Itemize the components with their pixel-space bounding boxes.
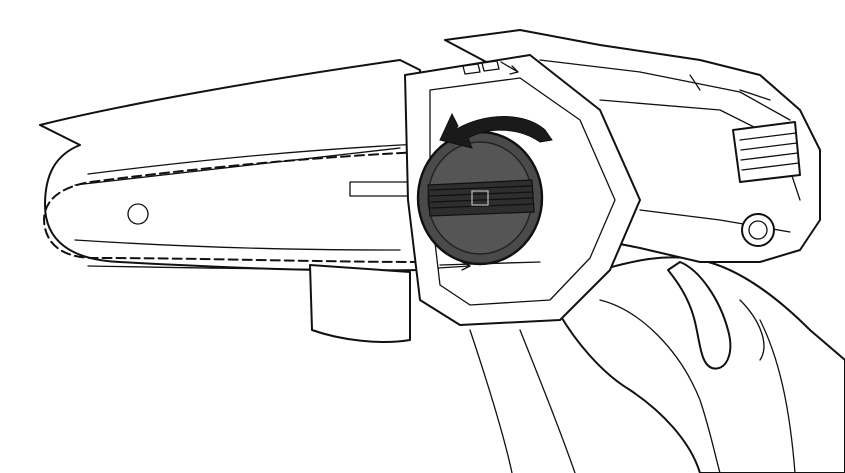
rear-handle bbox=[469, 256, 845, 473]
lock-button bbox=[741, 213, 775, 247]
direction-arrow-small-head bbox=[461, 261, 471, 271]
chain-link-arrow-icon bbox=[462, 60, 519, 75]
air-vent bbox=[732, 121, 801, 183]
direction-arrow-small bbox=[437, 265, 471, 269]
tension-knob bbox=[416, 130, 544, 266]
trigger bbox=[667, 261, 765, 370]
rotation-arrow bbox=[439, 112, 553, 149]
